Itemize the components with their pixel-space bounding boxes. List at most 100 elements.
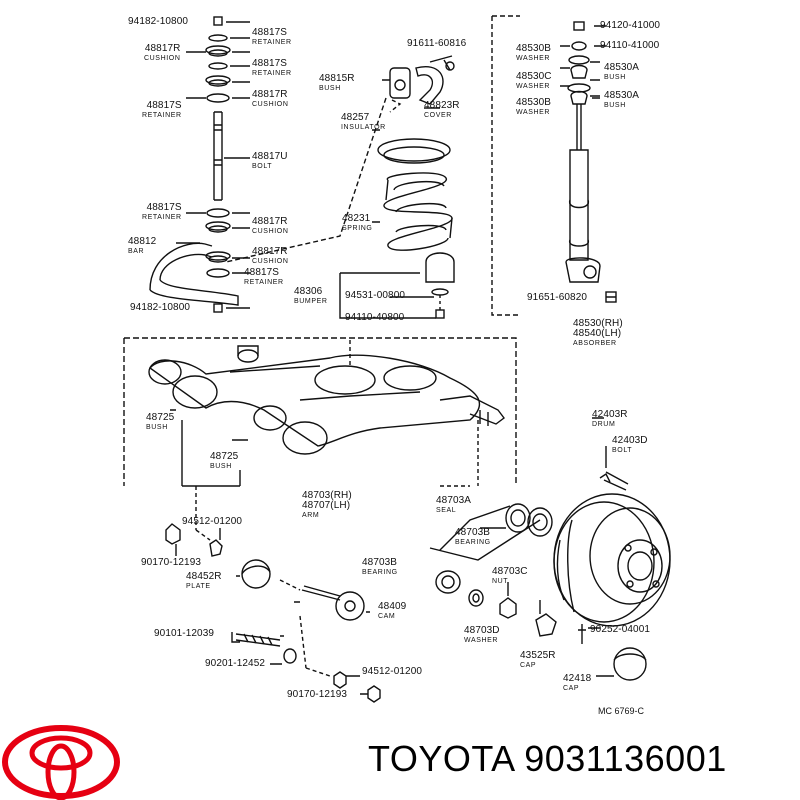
part-name: CUSHION — [252, 258, 289, 265]
part-name: SPRING — [342, 225, 373, 232]
part-number: 90170-12193 — [287, 689, 348, 700]
part-number: 48257 — [341, 112, 370, 123]
part-label: 48817R CUSHION — [144, 44, 181, 63]
part-name: PLATE — [186, 583, 211, 590]
part-name: WASHER — [516, 83, 551, 90]
part-number: 48703D — [464, 625, 500, 636]
part-label: 48817S RETAINER — [142, 203, 182, 222]
part-label: 94110-40800 — [345, 313, 404, 323]
part-number: 42403R — [592, 409, 628, 420]
part-number: 48703A — [436, 495, 472, 506]
part-label: 48703(RH) 48707(LH) ARM — [302, 490, 352, 520]
part-number: 48817R — [252, 216, 288, 227]
part-number: 48306 — [294, 286, 323, 297]
part-label: 48703B BEARING — [362, 557, 398, 577]
toyota-logo-icon — [2, 725, 120, 800]
part-label: 90170-12193 — [287, 690, 347, 700]
part-number: 48817U — [252, 151, 288, 162]
part-label: 48725 BUSH — [210, 452, 238, 471]
part-number: 48817S — [146, 100, 182, 111]
part-number: 48703B — [362, 557, 398, 568]
part-label: 43525R CAP — [520, 650, 556, 670]
part-label: 48817U BOLT — [252, 151, 288, 171]
part-name: BUMPER — [294, 298, 328, 305]
part-name: ARM — [302, 512, 320, 519]
part-number: 48823R — [424, 100, 460, 111]
part-name: BOLT — [252, 163, 273, 170]
part-label: 48725 BUSH — [146, 412, 175, 432]
part-number: 43525R — [520, 650, 556, 661]
part-number: 48703B — [455, 527, 491, 538]
part-label: 48530(RH) 48540(LH) ABSORBER — [573, 319, 623, 348]
part-number: 94110-40800 — [345, 312, 405, 323]
part-label: 48812 BAR — [128, 237, 156, 256]
part-name: CAP — [520, 662, 537, 669]
arm-group-frame — [123, 337, 517, 486]
part-name: RETAINER — [142, 112, 182, 119]
part-label: 94182-10800 — [130, 303, 190, 313]
absorber-group-frame — [491, 15, 520, 316]
part-name: SEAL — [436, 507, 457, 514]
part-number: 48530B — [516, 43, 552, 54]
part-number: 90101-12039 — [154, 628, 215, 639]
part-number: 90201-12452 — [205, 658, 266, 669]
part-number: 48707(LH) — [302, 500, 351, 511]
part-label: 94110-41000 — [600, 41, 659, 51]
part-name: INSULATOR — [341, 124, 386, 131]
part-name: WASHER — [516, 109, 551, 116]
part-label: 94120-41000 — [600, 21, 660, 31]
part-name: CUSHION — [144, 55, 181, 62]
part-name: BUSH — [146, 424, 168, 431]
part-number: 91611-60816 — [407, 38, 467, 49]
part-number: 48530C — [516, 71, 552, 82]
part-name: CUSHION — [252, 228, 289, 235]
part-label: 90170-12193 — [141, 558, 201, 568]
part-label: 48530A BUSH — [604, 62, 640, 82]
bush-cover-assembly — [225, 55, 455, 263]
part-label: 48530B WASHER — [516, 97, 552, 117]
part-name: BUSH — [604, 102, 626, 109]
part-number: 48817S — [252, 58, 288, 69]
part-name: RETAINER — [252, 39, 292, 46]
brake-drum — [553, 417, 671, 681]
part-label: 91611-60816 — [407, 39, 466, 49]
part-label: 42403R DRUM — [592, 409, 628, 429]
part-label: 48817S RETAINER — [142, 100, 182, 120]
shock-absorber — [560, 21, 617, 303]
cover-leader-dashed — [389, 99, 402, 113]
part-label: 90252-04001 — [590, 625, 650, 635]
part-label: 94182-10800 — [128, 17, 188, 27]
part-label: 48703B BEARING — [455, 527, 491, 547]
part-number: 48231 — [342, 213, 371, 224]
part-label: 48257 INSULATOR — [341, 112, 386, 132]
part-number: 94531-00800 — [345, 290, 406, 301]
part-label: 94512-01200 — [362, 667, 422, 677]
part-label: 48817R CUSHION — [252, 216, 289, 236]
part-name: DRUM — [592, 421, 616, 428]
part-name: RETAINER — [252, 70, 292, 77]
part-number: 48725 — [146, 412, 175, 423]
diagram-code: MC 6769-C — [598, 706, 645, 716]
part-label: 48703A SEAL — [436, 495, 472, 515]
part-name: BUSH — [604, 74, 626, 81]
stabilizer-link-stack — [149, 16, 250, 313]
part-number: 90170-12193 — [141, 557, 202, 568]
part-number: 90252-04001 — [590, 624, 651, 635]
part-number: 48530B — [516, 97, 552, 108]
part-number: 48409 — [378, 601, 407, 612]
part-label: 48306 BUMPER — [294, 286, 328, 306]
part-name: BEARING — [455, 539, 491, 546]
part-label: 48530A BUSH — [604, 91, 639, 110]
part-name: BOLT — [612, 447, 633, 454]
part-label: 48817S RETAINER — [252, 58, 292, 78]
part-number: 48815R — [319, 73, 355, 84]
part-label: 48815R BUSH — [319, 73, 355, 93]
part-number: 48530A — [604, 62, 640, 73]
part-number: 48540(LH) — [573, 328, 622, 339]
part-number: 48703(RH) — [302, 490, 352, 501]
part-label: 48703C NUT — [492, 567, 528, 586]
part-number: 48817S — [244, 267, 280, 278]
part-label: 48409 CAM — [378, 601, 407, 621]
part-number: 94182-10800 — [130, 302, 191, 313]
part-name: BAR — [128, 248, 145, 255]
